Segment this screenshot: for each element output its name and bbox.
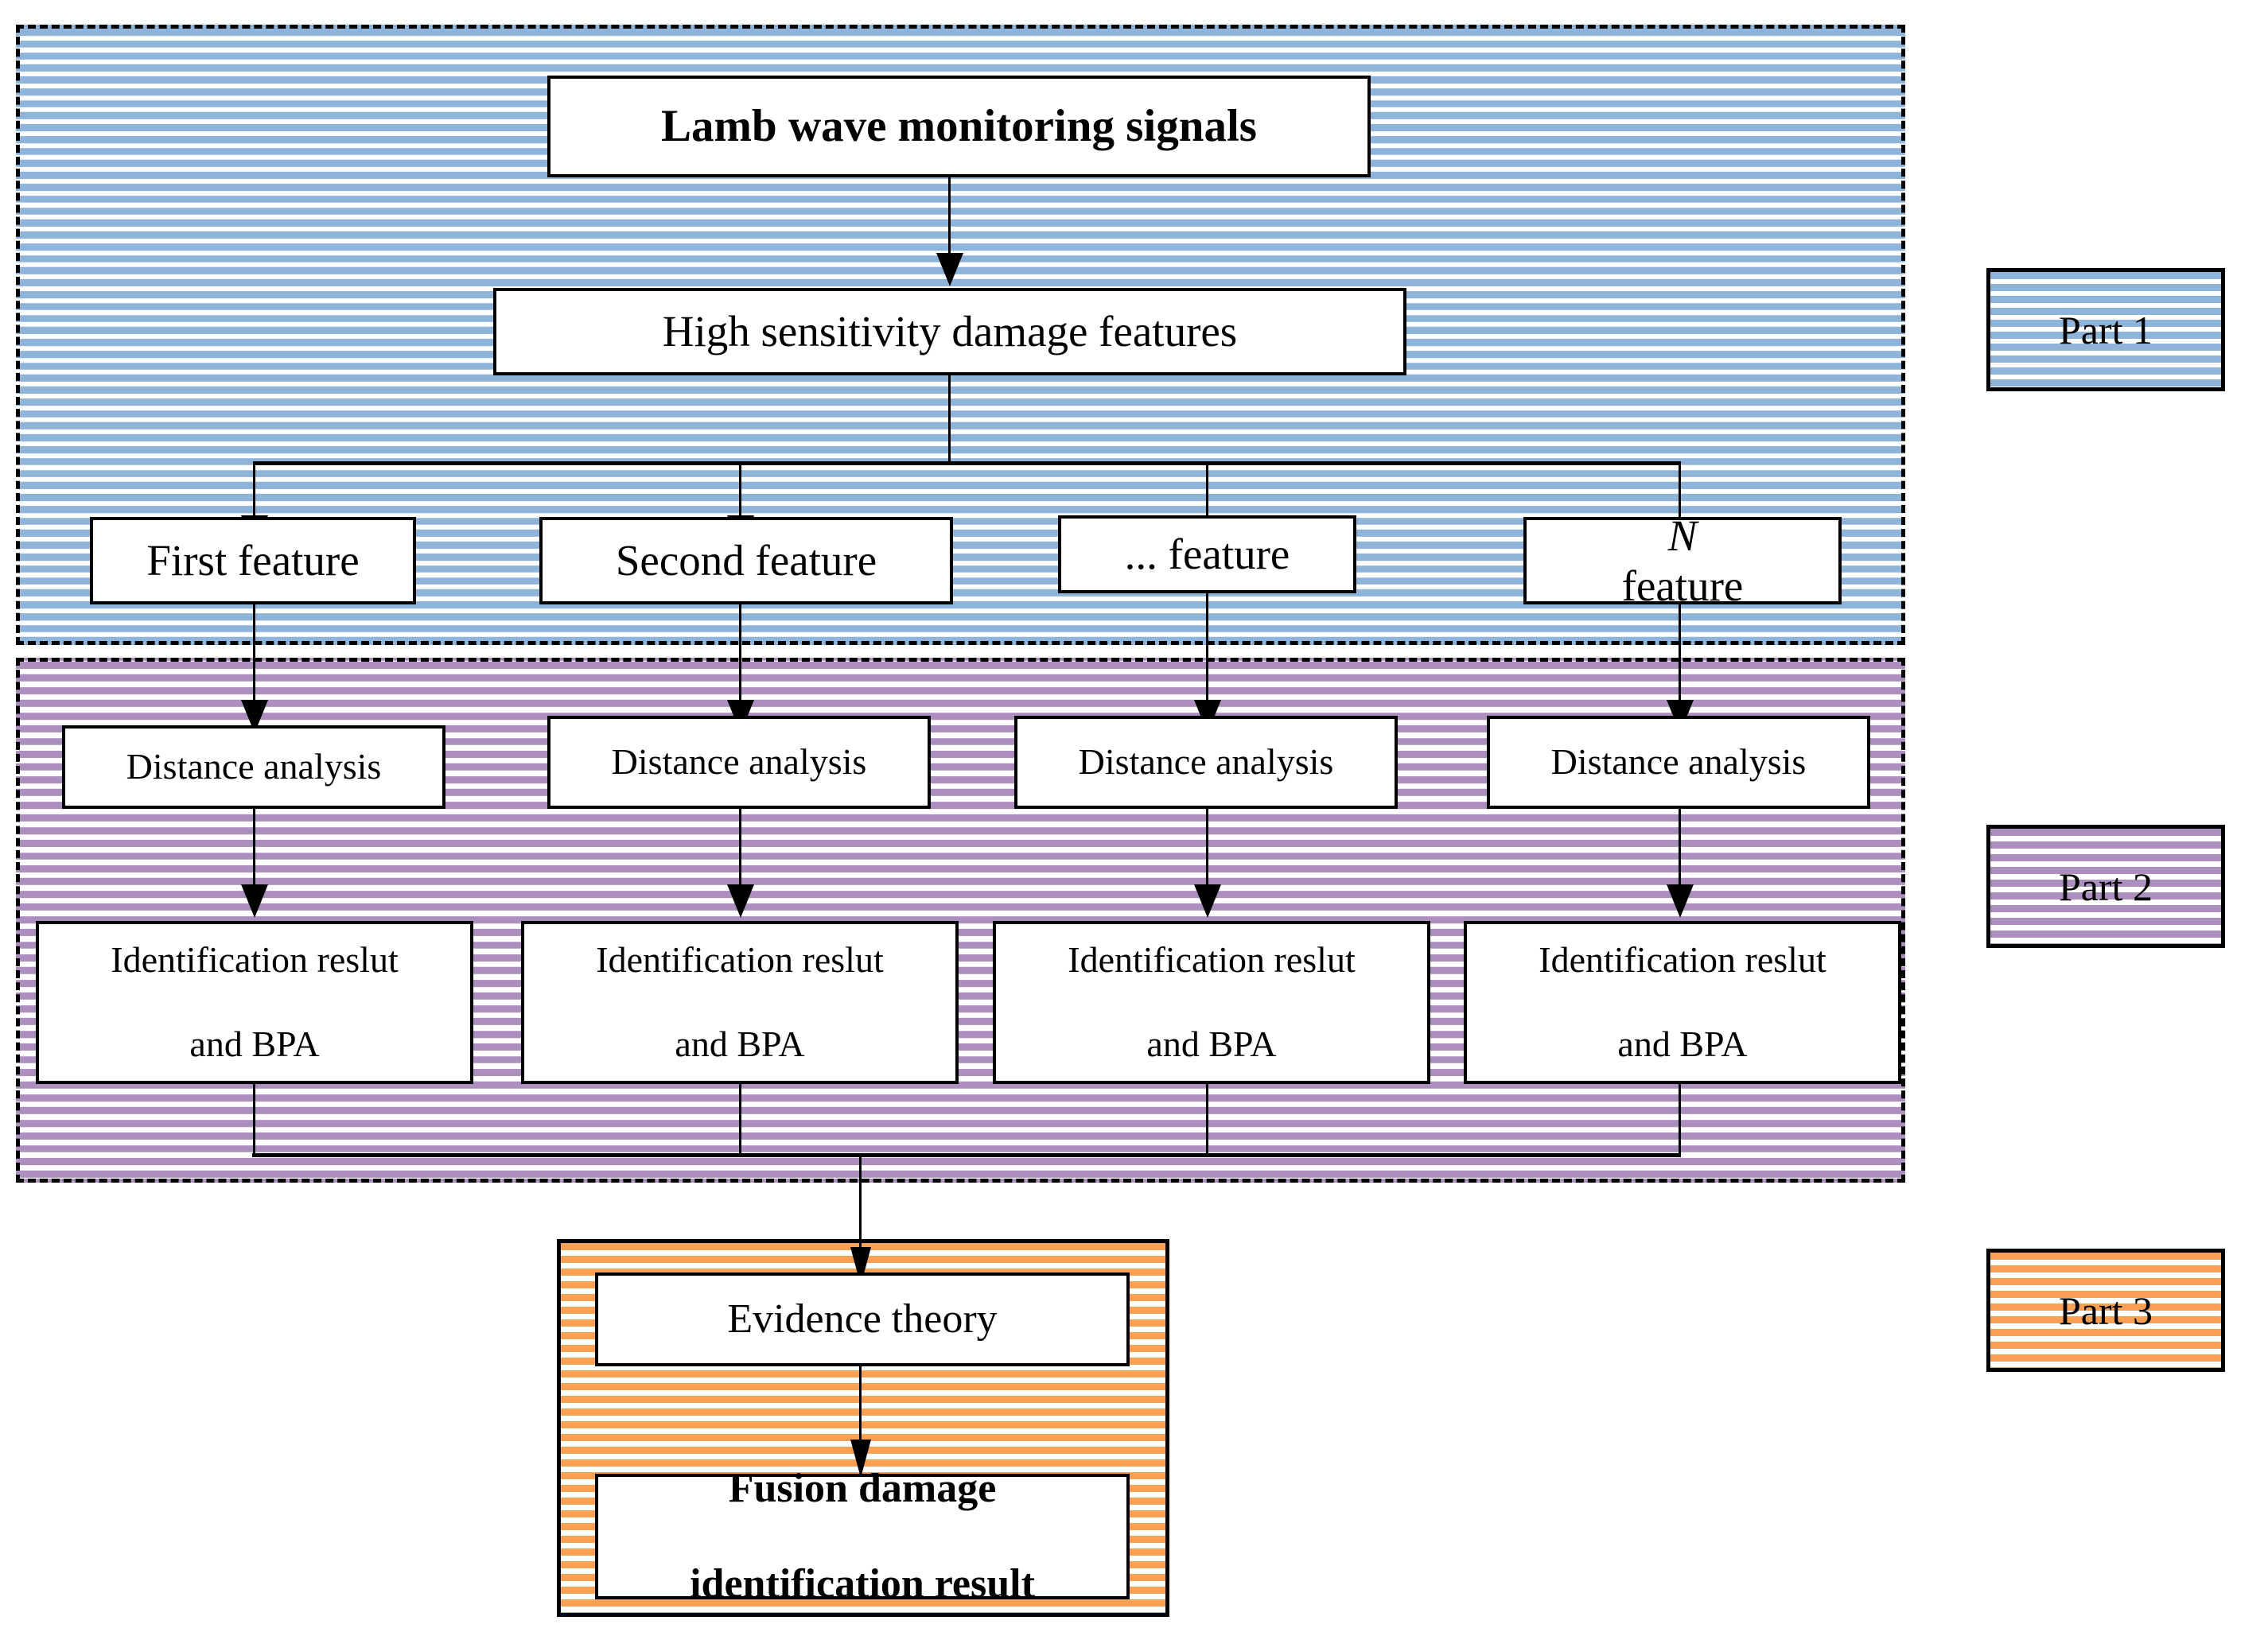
legend-swatch-part-2: Part 2	[1986, 825, 2225, 948]
legend-swatch-part-1: Part 1	[1986, 268, 2225, 391]
node-label-line-1: Fusion damage	[728, 1466, 997, 1512]
connector-feature-4-to-distance-4	[1679, 604, 1681, 732]
connector-bus-to-evidence-theory	[859, 1156, 862, 1280]
node-identification-result-1[interactable]: Identification reslut and BPA	[36, 921, 473, 1084]
node-label: Evidence theory	[727, 1296, 998, 1342]
arrowhead-ident-1	[241, 884, 268, 918]
connector-fusion-busbar	[252, 1153, 1681, 1157]
connector-distance-1-to-ident-1	[253, 809, 255, 914]
node-label-line-1: Identification reslut	[596, 939, 884, 981]
node-identification-result-4[interactable]: Identification reslut and BPA	[1464, 921, 1901, 1084]
node-distance-analysis-2[interactable]: Distance analysis	[547, 716, 931, 809]
connector-feature-2-to-distance-2	[739, 604, 741, 732]
node-label-line-2: and BPA	[1617, 1023, 1748, 1064]
node-label-line-2: and BPA	[675, 1023, 805, 1064]
node-label: Identification reslut and BPA	[1068, 939, 1356, 1066]
node-identification-result-2[interactable]: Identification reslut and BPA	[521, 921, 959, 1084]
node-label: Identification reslut and BPA	[1539, 939, 1826, 1066]
node-label-line-1: Identification reslut	[1539, 939, 1826, 981]
connector-ident-3-to-bus	[1206, 1084, 1208, 1157]
node-label: Identification reslut and BPA	[596, 939, 884, 1066]
node-label-line-2: and BPA	[1146, 1023, 1277, 1064]
arrowhead-fusion-result	[850, 1440, 871, 1478]
connector-header-stem	[948, 375, 951, 464]
connector-feature-3-to-distance-3	[1206, 593, 1208, 732]
connector-distance-2-to-ident-2	[739, 809, 741, 914]
connector-source-to-header	[948, 177, 951, 258]
node-label-line-1: Identification reslut	[111, 939, 399, 981]
node-ellipsis-feature[interactable]: ... feature	[1058, 515, 1356, 593]
connector-bus-to-feature-3	[1206, 463, 1208, 547]
arrowhead-ident-3	[1194, 884, 1221, 918]
connector-ident-1-to-bus	[253, 1084, 255, 1157]
node-label: N feature	[1622, 511, 1744, 612]
node-label: Lamb wave monitoring signals	[661, 101, 1257, 152]
connector-bus-to-feature-4	[1679, 463, 1681, 547]
node-lamb-wave-monitoring-signals[interactable]: Lamb wave monitoring signals	[547, 76, 1371, 177]
legend-label-part-2: Part 2	[2058, 864, 2153, 909]
connector-ident-2-to-bus	[739, 1084, 741, 1157]
arrowhead-source-to-header	[936, 253, 963, 286]
node-high-sensitivity-damage-features[interactable]: High sensitivity damage features	[493, 288, 1406, 375]
connector-ident-4-to-bus	[1679, 1084, 1681, 1157]
legend-swatch-part-3: Part 3	[1986, 1249, 2225, 1372]
node-label-line-2: and BPA	[189, 1023, 320, 1064]
node-label-suffix: feature	[1621, 561, 1744, 610]
connector-evidence-to-fusion	[859, 1366, 862, 1462]
connector-feature-1-to-distance-1	[253, 604, 255, 732]
node-distance-analysis-3[interactable]: Distance analysis	[1014, 716, 1398, 809]
node-identification-result-3[interactable]: Identification reslut and BPA	[993, 921, 1430, 1084]
legend-label-part-3: Part 3	[2058, 1288, 2153, 1333]
node-label: Distance analysis	[1550, 741, 1807, 783]
connector-bus-to-feature-2	[739, 463, 741, 522]
node-label: Distance analysis	[126, 746, 382, 787]
node-distance-analysis-1[interactable]: Distance analysis	[62, 725, 445, 809]
node-label: ... feature	[1124, 530, 1290, 579]
connector-feature-busbar	[253, 461, 1681, 465]
node-label: Identification reslut and BPA	[111, 939, 399, 1066]
connector-bus-to-feature-1	[253, 463, 255, 522]
arrowhead-ident-4	[1667, 884, 1694, 918]
node-label-line-1: Identification reslut	[1068, 939, 1356, 981]
connector-distance-4-to-ident-4	[1679, 809, 1681, 914]
node-label: Second feature	[615, 536, 877, 585]
node-label: High sensitivity damage features	[662, 307, 1238, 356]
node-label: Distance analysis	[611, 741, 867, 783]
arrowhead-ident-2	[727, 884, 754, 918]
node-fusion-damage-identification-result[interactable]: Fusion damage identification result	[595, 1466, 1130, 1607]
node-label-line-2: identification result	[690, 1560, 1035, 1607]
node-label: First feature	[146, 536, 360, 585]
node-distance-analysis-4[interactable]: Distance analysis	[1487, 716, 1870, 809]
node-label: Fusion damage identification result	[690, 1465, 1035, 1607]
node-label: Distance analysis	[1078, 741, 1334, 783]
node-first-feature[interactable]: First feature	[90, 517, 416, 604]
node-n-feature[interactable]: N feature	[1523, 511, 1842, 610]
node-label-symbol: N	[1667, 511, 1698, 560]
node-second-feature[interactable]: Second feature	[539, 517, 953, 604]
legend-label-part-1: Part 1	[2058, 307, 2153, 352]
node-evidence-theory[interactable]: Evidence theory	[595, 1272, 1130, 1366]
connector-distance-3-to-ident-3	[1206, 809, 1208, 914]
